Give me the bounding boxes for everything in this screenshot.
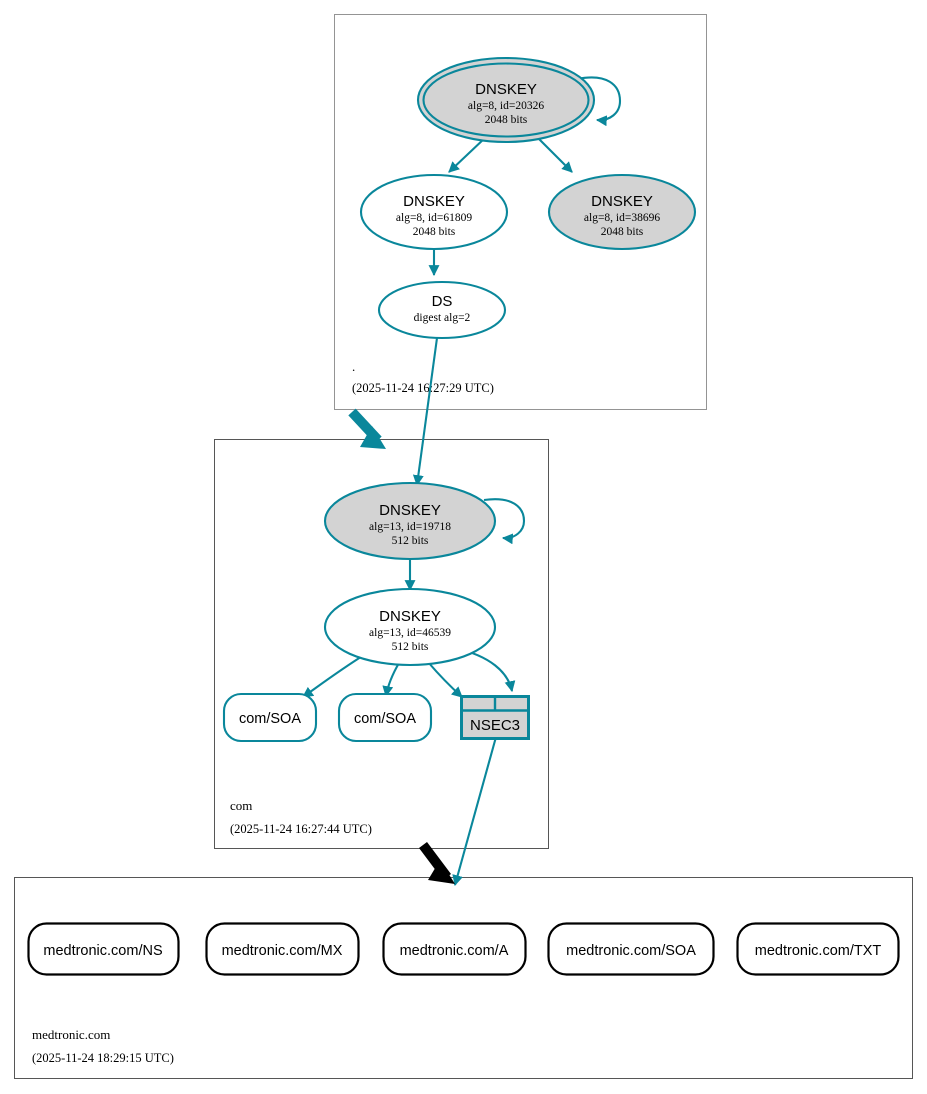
zone-box-medtronic: medtronic.com (2025-11-24 18:29:15 UTC)	[14, 877, 913, 1079]
node-shape-inner	[422, 62, 590, 138]
node-title: DNSKEY	[379, 502, 441, 519]
node-shape	[222, 692, 318, 743]
node-shape	[547, 922, 715, 976]
node-com-ksk-dnskey[interactable]: DNSKEY alg=13, id=19718 512 bits	[323, 481, 497, 561]
node-title: DNSKEY	[379, 608, 441, 625]
edge-delegation-com-to-medtronic	[419, 842, 455, 884]
node-shape	[460, 695, 530, 740]
node-shape	[382, 922, 527, 976]
edge-com-zsk-to-nsec3-a	[427, 661, 463, 698]
zone-timestamp-com: (2025-11-24 16:27:44 UTC)	[230, 822, 372, 836]
node-title: DNSKEY	[591, 193, 653, 210]
zone-name-medtronic: medtronic.com	[32, 1027, 110, 1042]
node-medtronic-soa[interactable]: medtronic.com/SOA	[547, 922, 715, 976]
node-root-dnskey-61809[interactable]: DNSKEY alg=8, id=61809 2048 bits	[359, 173, 509, 251]
zone-timestamp-medtronic: (2025-11-24 18:29:15 UTC)	[32, 1051, 174, 1065]
node-root-dnskey-38696[interactable]: DNSKEY alg=8, id=38696 2048 bits	[547, 173, 697, 251]
node-shape	[377, 280, 507, 340]
edge-root-ksk-self-sign	[576, 76, 622, 127]
node-root-ksk-dnskey[interactable]: DNSKEY alg=8, id=20326 2048 bits	[416, 56, 596, 144]
node-com-nsec3[interactable]: NSEC3	[460, 695, 530, 740]
zone-timestamp-root: (2025-11-24 16:27:29 UTC)	[352, 381, 494, 395]
node-title: DNSKEY	[403, 193, 465, 210]
zone-name-com: com	[230, 798, 252, 813]
node-keyinfo: alg=8, id=38696	[584, 212, 660, 224]
rrset-label: medtronic.com/MX	[222, 943, 343, 959]
node-shape	[547, 173, 697, 251]
node-shape	[337, 692, 433, 743]
node-medtronic-txt[interactable]: medtronic.com/TXT	[736, 922, 900, 976]
node-keysize: 2048 bits	[413, 226, 456, 238]
node-shape	[736, 922, 900, 976]
edge-com-zsk-to-soa-1	[302, 654, 365, 698]
edge-root-ksk-to-38696	[536, 136, 573, 173]
node-shape	[205, 922, 360, 976]
node-keysize: 2048 bits	[601, 226, 644, 238]
node-shape	[323, 481, 497, 561]
nsec3-label: NSEC3	[470, 717, 520, 734]
node-keysize: 512 bits	[392, 641, 429, 653]
edge-root-ds-to-com-ksk	[412, 337, 439, 487]
zone-border-medtronic	[14, 877, 913, 1079]
node-keyinfo: alg=8, id=61809	[396, 212, 472, 224]
node-keysize: 512 bits	[392, 535, 429, 547]
zone-name-root: .	[352, 359, 355, 374]
node-title: DNSKEY	[475, 81, 537, 98]
rrset-label: medtronic.com/A	[400, 943, 509, 959]
node-digestinfo: digest alg=2	[414, 312, 471, 324]
node-title: DS	[432, 293, 453, 310]
node-keyinfo: alg=13, id=19718	[369, 521, 451, 533]
rrset-label: medtronic.com/SOA	[566, 943, 696, 959]
node-medtronic-a[interactable]: medtronic.com/A	[382, 922, 527, 976]
node-medtronic-ns[interactable]: medtronic.com/NS	[27, 922, 180, 976]
edge-nsec3-to-medtronic	[452, 736, 498, 887]
node-shape	[27, 922, 180, 976]
node-keysize: 2048 bits	[485, 114, 528, 126]
node-com-soa-1[interactable]: com/SOA	[222, 692, 318, 743]
rrset-label: com/SOA	[239, 711, 301, 727]
node-keyinfo: alg=13, id=46539	[369, 627, 451, 639]
edge-root-ksk-to-61809	[448, 136, 487, 173]
edge-com-ksk-self-sign	[483, 498, 526, 545]
node-medtronic-mx[interactable]: medtronic.com/MX	[205, 922, 360, 976]
node-root-ds[interactable]: DS digest alg=2	[377, 280, 507, 340]
node-com-soa-2[interactable]: com/SOA	[337, 692, 433, 743]
node-keyinfo: alg=8, id=20326	[468, 100, 544, 112]
edge-delegation-root-to-com	[348, 408, 386, 449]
rrset-label: medtronic.com/NS	[43, 943, 162, 959]
rrset-label: medtronic.com/TXT	[755, 943, 882, 959]
node-shape	[323, 587, 497, 667]
node-com-zsk-dnskey[interactable]: DNSKEY alg=13, id=46539 512 bits	[323, 587, 497, 667]
node-shape	[359, 173, 509, 251]
rrset-label: com/SOA	[354, 711, 416, 727]
